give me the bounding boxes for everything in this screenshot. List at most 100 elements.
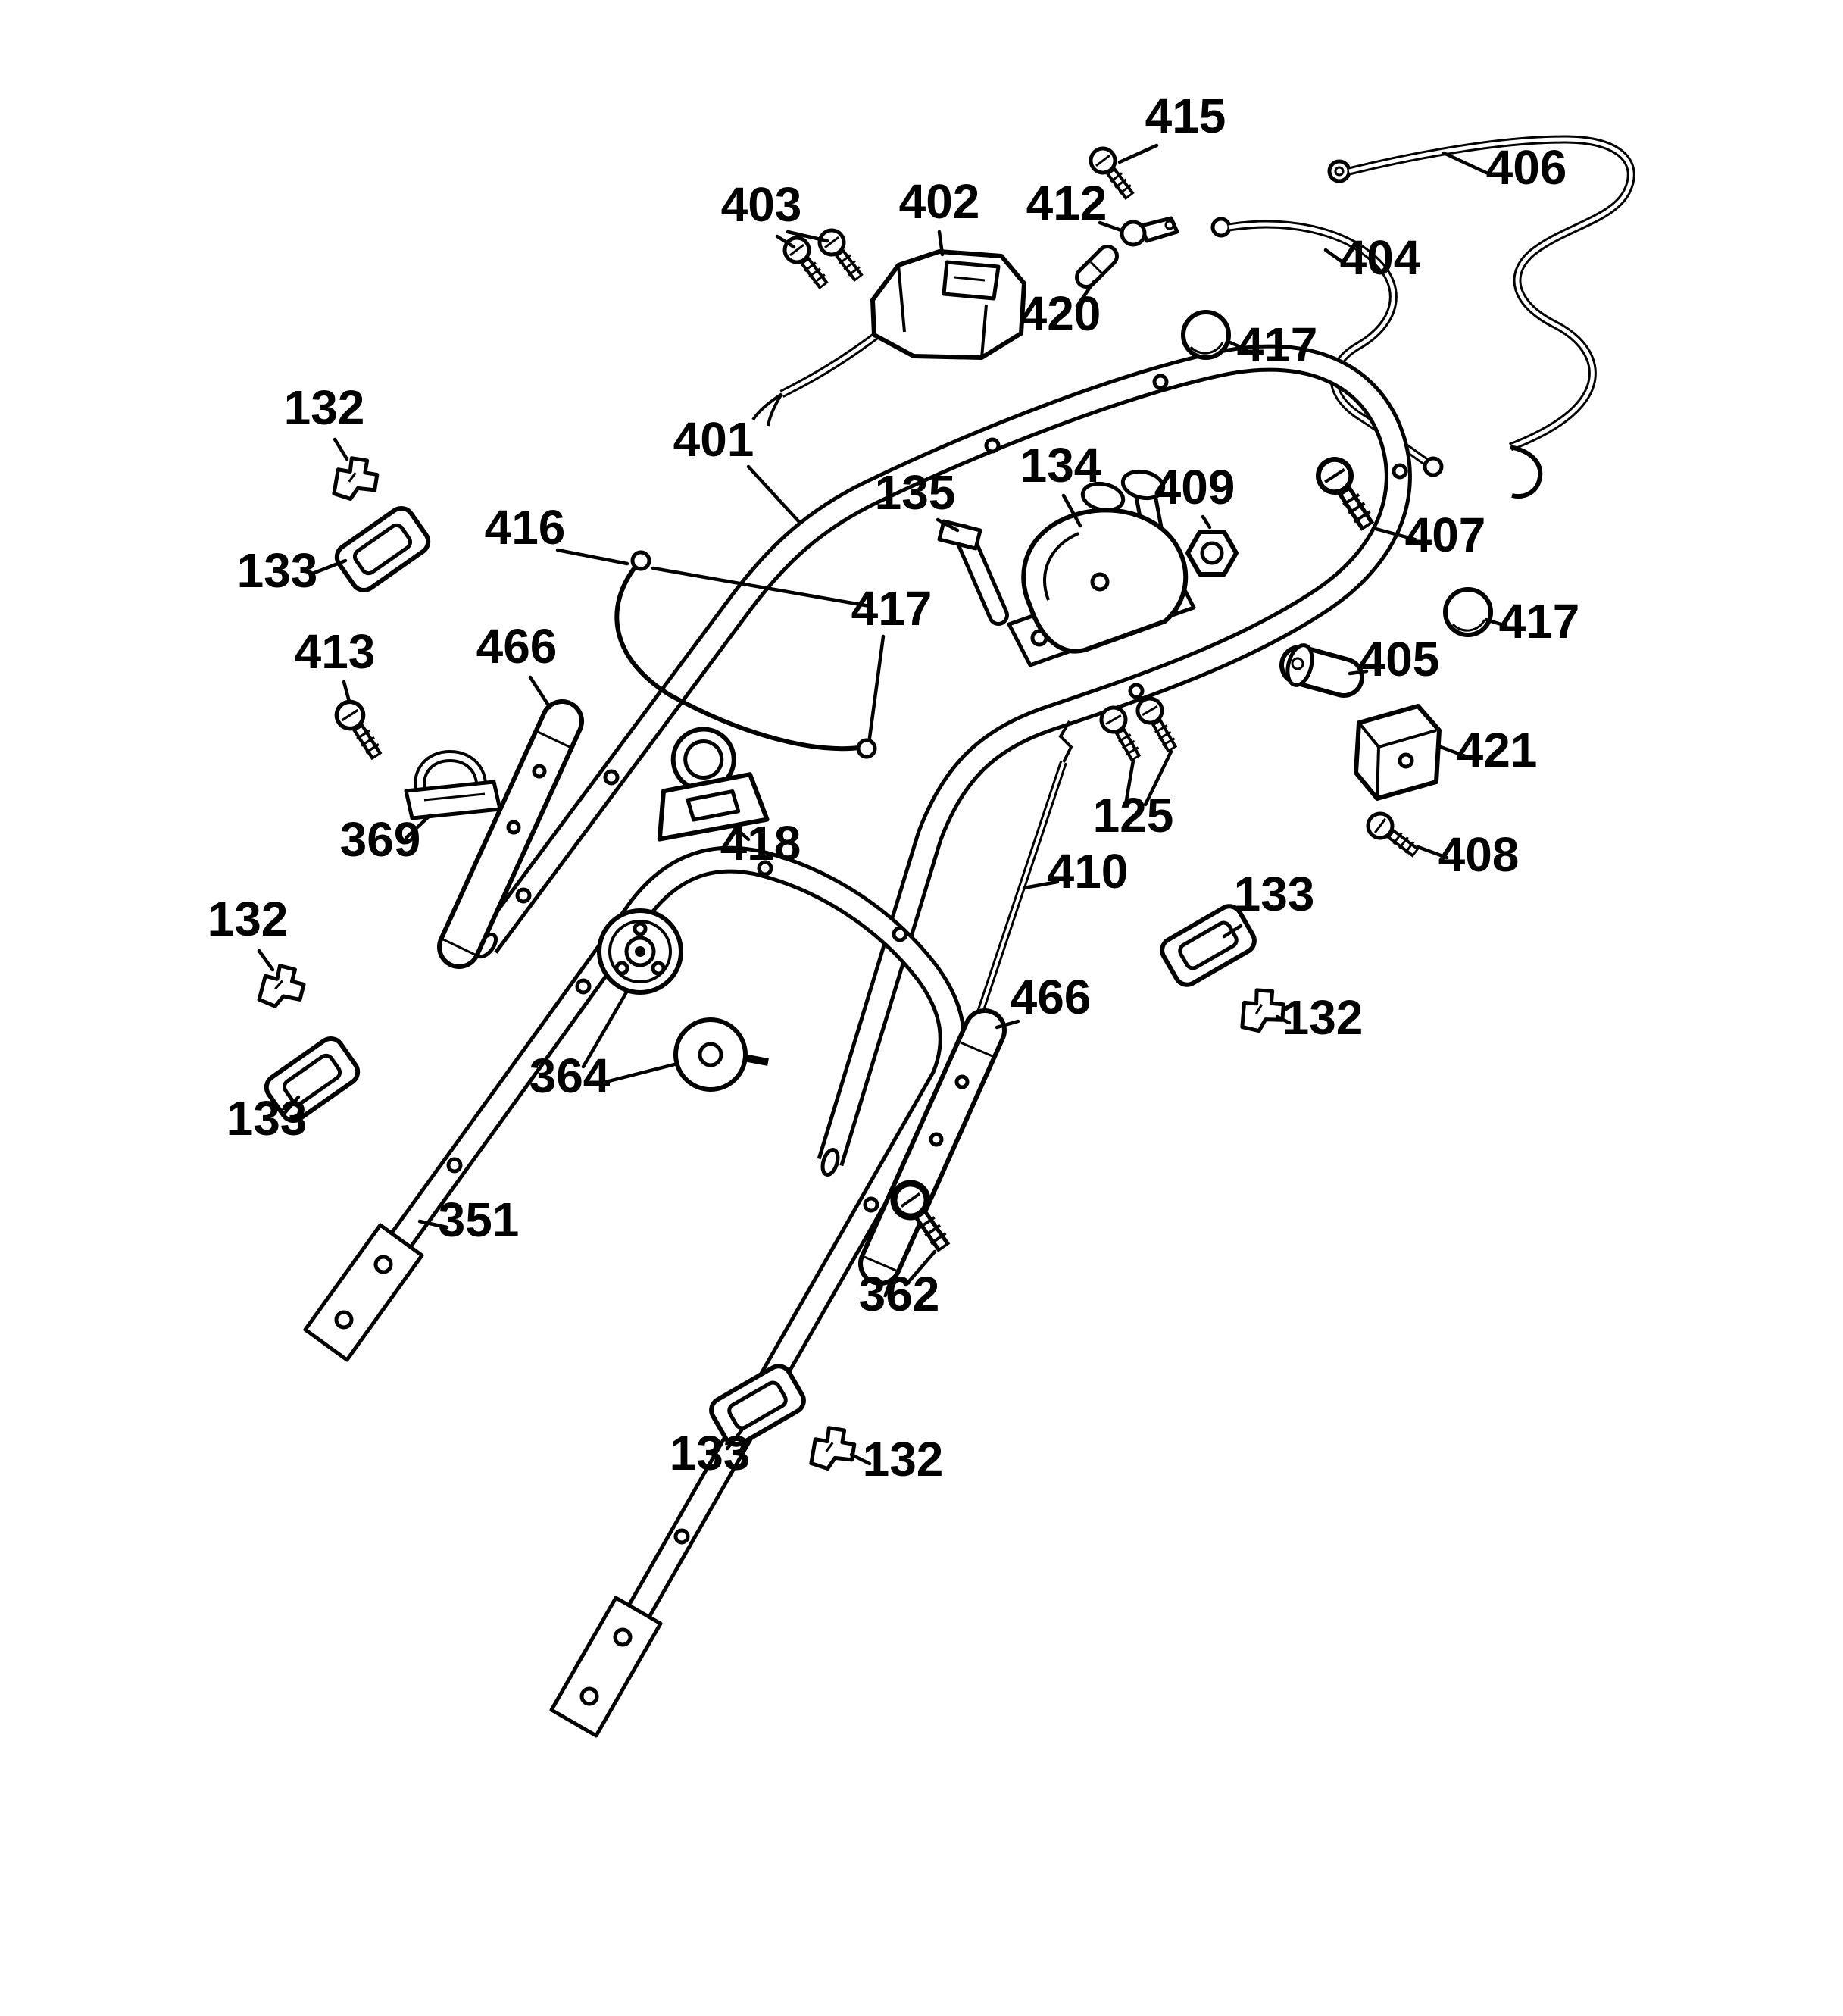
- leader-line: [308, 558, 348, 577]
- leader-line: [581, 989, 629, 1069]
- part-label-404: 404: [1340, 230, 1421, 285]
- leader-line: [333, 437, 349, 461]
- leader-line: [1222, 924, 1243, 939]
- part-408-screw: [1367, 809, 1417, 859]
- part-label-133-b: 133: [1234, 867, 1315, 921]
- leader-line: [904, 1249, 937, 1287]
- leader-line: [651, 566, 872, 608]
- leader-line: [1123, 758, 1135, 807]
- part-label-133-c: 133: [226, 1091, 308, 1146]
- part-label-415: 415: [1145, 89, 1226, 143]
- part-label-125: 125: [1093, 788, 1174, 842]
- part-133-grommet-1: [333, 504, 433, 595]
- part-407-bolt: [1310, 456, 1380, 527]
- part-132-clip-3: [1231, 983, 1289, 1037]
- leader-line: [282, 1095, 301, 1116]
- part-132-clip-2: [252, 961, 308, 1010]
- leader-line: [1143, 749, 1173, 807]
- leader-line: [598, 1061, 679, 1086]
- part-labels: 415 406 403 402 412 420 404 417 132 401 …: [208, 89, 1580, 1486]
- part-label-406: 406: [1486, 140, 1567, 195]
- leader-line: [1075, 280, 1096, 308]
- part-369-clamp: [404, 749, 502, 820]
- part-466-grip-right: [858, 1008, 1007, 1286]
- part-412-lever: [1120, 216, 1179, 247]
- leader-line: [528, 675, 552, 710]
- part-label-132-b: 132: [208, 892, 289, 946]
- leader-line: [1416, 845, 1449, 860]
- tube-holes: [446, 374, 1408, 1545]
- leader-line: [786, 230, 829, 243]
- part-label-412: 412: [1026, 176, 1107, 230]
- leader-line: [849, 1452, 872, 1466]
- part-label-417-right: 417: [1499, 594, 1580, 649]
- leader-line: [1061, 493, 1082, 528]
- part-417-plug-upper: [630, 550, 651, 571]
- part-364-discs: [597, 908, 769, 1092]
- part-label-409: 409: [1154, 460, 1235, 514]
- part-406-cable: [1327, 135, 1635, 499]
- part-351-lower-handle: [303, 845, 966, 1738]
- part-416-wire: [614, 562, 864, 752]
- leader-line: [404, 813, 433, 840]
- part-132-clip-1: [325, 452, 382, 504]
- part-409-nut: [1185, 530, 1239, 577]
- part-label-420: 420: [1020, 286, 1101, 341]
- leader-line: [937, 230, 945, 257]
- leader-line: [1275, 1014, 1292, 1025]
- leader-line: [867, 634, 886, 740]
- part-134-throttle-control: [1007, 469, 1196, 667]
- part-417-cap-right: [1443, 587, 1493, 637]
- part-label-402: 402: [899, 174, 980, 229]
- part-413-screw: [330, 699, 387, 757]
- part-132-clip-4: [802, 1422, 859, 1474]
- part-label-407: 407: [1405, 508, 1486, 562]
- part-label-417-mid: 417: [851, 581, 932, 636]
- leader-line: [417, 1219, 449, 1230]
- leader-line: [936, 517, 960, 533]
- part-label-364: 364: [529, 1049, 611, 1103]
- leader-line: [257, 949, 275, 972]
- lower-handle-flat-end-right: [549, 1596, 663, 1738]
- leader-lines: [257, 143, 1508, 1466]
- part-label-132-a: 132: [284, 380, 365, 435]
- part-135-pin: [937, 519, 1009, 626]
- part-label-351: 351: [439, 1192, 520, 1247]
- part-label-133-a: 133: [237, 543, 318, 598]
- leader-line: [342, 680, 351, 704]
- part-417-plug-lower: [856, 738, 877, 759]
- part-label-134: 134: [1020, 438, 1101, 492]
- part-label-133-d: 133: [670, 1426, 751, 1480]
- part-402-switch-housing: [751, 249, 1026, 427]
- screw-403-b: [815, 229, 865, 279]
- leader-line: [1323, 248, 1349, 267]
- leader-line: [1201, 514, 1212, 530]
- part-403-screws: [780, 229, 865, 286]
- leader-line: [1022, 880, 1060, 890]
- part-label-466-right: 466: [1011, 970, 1092, 1024]
- part-label-410: 410: [1048, 844, 1129, 899]
- part-label-413: 413: [295, 624, 376, 679]
- leader-line: [1442, 151, 1488, 175]
- part-label-418: 418: [720, 816, 801, 870]
- part-418-bracket: [657, 727, 770, 842]
- part-label-132-c: 132: [1282, 990, 1364, 1045]
- leader-line: [1373, 527, 1417, 542]
- part-405-spacer: [1279, 643, 1364, 698]
- leader-line: [746, 464, 802, 525]
- part-label-401: 401: [673, 412, 754, 467]
- part-417-cap-top: [1181, 310, 1231, 360]
- leader-line: [1348, 669, 1369, 676]
- part-label-421: 421: [1457, 723, 1538, 777]
- part-label-135: 135: [875, 465, 956, 520]
- leader-line: [725, 1428, 744, 1451]
- part-label-405: 405: [1359, 632, 1440, 686]
- leader-line: [1117, 143, 1159, 164]
- part-label-408: 408: [1438, 827, 1520, 882]
- lower-handle-flat-end-left: [303, 1223, 424, 1362]
- part-421-bracket: [1354, 704, 1442, 801]
- part-label-132-d: 132: [863, 1432, 944, 1486]
- part-label-466-left: 466: [476, 619, 558, 674]
- leader-line: [1098, 220, 1123, 233]
